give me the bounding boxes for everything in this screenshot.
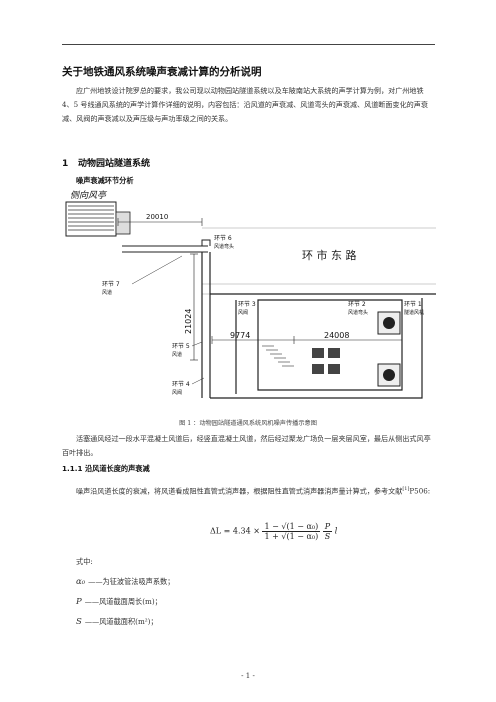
formula-ratio-num: P [322,522,333,532]
definitions: 式中: α₀——为征波管法吸声系数； P——风道截面周长(m)； S——风道截面… [76,552,174,632]
figure-caption: 图 1 ：动物园站隧道通风系统风机噪声传播示意图 [179,420,317,427]
header-rule [62,44,435,45]
link-1-label: 环节 1 [404,300,422,308]
dim-vertical: 21024 [184,309,193,334]
link-2-desc: 风道弯头 [348,309,368,316]
attenuation-paragraph: 噪声沿风道长度的衰减，将风道看成阻性直管式消声器，根据阻性直管式消声器消声量计算… [62,482,437,499]
fan-units [312,348,340,374]
formula-tail: l [334,526,338,536]
definition-item: P——风道截面周长(m)； [76,592,174,612]
definition-text: ——为征波管法吸声系数； [88,577,175,586]
definition-symbol: P [76,597,82,607]
formula-ratio: P S [322,522,333,541]
link-4-desc: 风阀 [172,389,182,396]
definition-item: α₀——为征波管法吸声系数； [76,572,174,592]
ventilation-pavilion [65,201,131,237]
reference-page: P506: [409,486,431,496]
link-3-label: 环节 3 [238,300,256,308]
reference-marker: [1] [402,486,410,492]
page-number: - 1 - [241,672,255,680]
where-label: 式中: [76,557,93,566]
road-label: 环 市 东 路 [302,248,357,262]
formula-denominator: 1 + √(1 − α₀) [264,532,319,541]
link-4-label: 环节 4 [172,380,190,388]
vertical-shaft [201,252,211,398]
definition-text: ——风道截面周长(m)； [84,597,162,606]
leader-lines [131,255,205,385]
intro-paragraph: 应广州地铁设计院罗总的要求，我公司现以动物园站隧道系统以及车陂南站大系统的声学计… [62,86,428,124]
definition-symbol: S [76,617,82,627]
dim-top: 20010 [146,213,168,221]
dim-left: 9774 [230,331,250,340]
subsection-heading: 噪声衰减环节分析 [76,176,134,185]
link-6-desc: 风道弯头 [214,243,234,250]
link-6-label: 环节 6 [214,234,232,242]
page-title: 关于地铁通风系统噪声衰减计算的分析说明 [62,66,262,78]
formula-numerator: 1 − √(1 − α₀) [262,522,321,532]
horizontal-duct [122,239,211,253]
subsection-111-heading: 1.1.1 沿风道长度的声衰减 [62,464,150,473]
formula-lhs: ΔL = 4.34 × [210,526,260,536]
station-structure [210,293,436,399]
link-2-label: 环节 2 [348,300,366,308]
link-5-desc: 风道 [172,351,182,358]
formula-fraction: 1 − √(1 − α₀) 1 + √(1 − α₀) [262,522,321,541]
definition-item: S——风道截面积(m²)； [76,612,174,632]
attenuation-text: 噪声沿风道长度的衰减，将风道看成阻性直管式消声器，根据阻性直管式消声器消声量计算… [76,486,403,496]
dim-right: 24008 [324,331,349,340]
attenuation-formula: ΔL = 4.34 × 1 − √(1 − α₀) 1 + √(1 − α₀) … [210,522,337,541]
link-7-desc: 风道 [102,289,112,296]
definition-text: ——风道截面积(m²)； [84,617,158,626]
figure-description: 活塞通风经过一段水平混凝土风道后，经竖直混凝土风道，然后经过聚龙广场负一层夹层风… [62,434,431,458]
link-7-label: 环节 7 [102,280,120,288]
tunnel-ventilation-diagram: 侧向风亭 20010 21024 环 市 东 路 9774 24008 [65,190,436,399]
stairs [262,345,294,367]
link-5-label: 环节 5 [172,342,190,350]
section-heading: 1 动物园站隧道系统 [62,156,150,169]
link-1-desc: 隧道风机 [404,309,424,316]
pavilion-label: 侧向风亭 [70,190,108,201]
section-title: 动物园站隧道系统 [78,159,151,169]
formula-ratio-den: S [324,532,331,541]
section-number: 1 [62,159,69,169]
link-3-desc: 风阀 [238,309,248,316]
definition-symbol: α₀ [76,577,86,587]
